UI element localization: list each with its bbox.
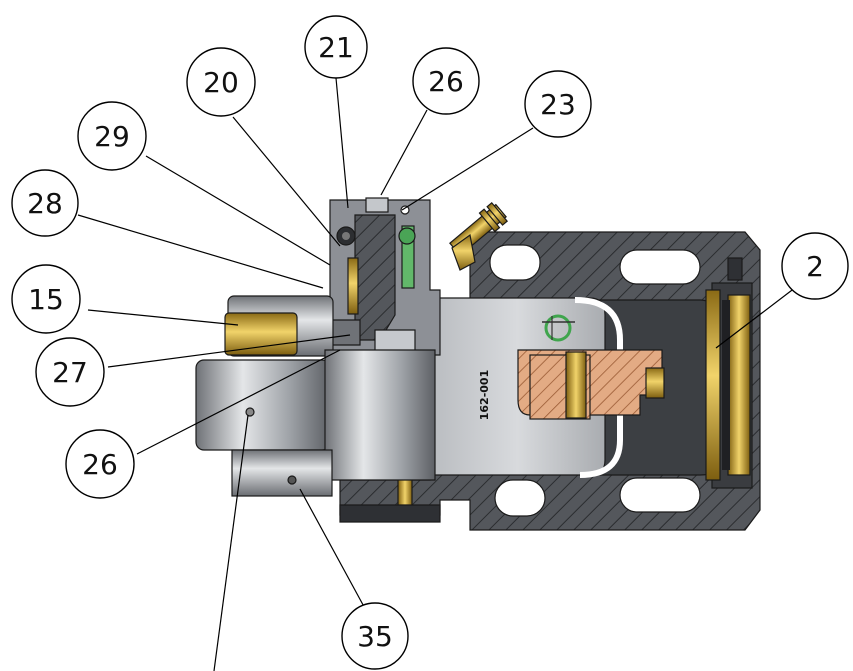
lever-arm [195,295,441,523]
svg-text:29: 29 [94,120,130,153]
callout-26-bottom: 26 [65,429,135,499]
callout-35: 35 [341,602,409,670]
green-seal [542,314,575,342]
leader-bottom [213,414,249,671]
leader-20 [232,116,341,247]
callout-20: 20 [186,47,256,117]
leader-35 [299,488,369,615]
leader-21 [335,77,349,209]
leader-26a [380,109,428,196]
leader-29 [145,155,331,266]
part-marking: 162-001 [478,370,491,421]
svg-text:35: 35 [357,620,393,653]
callout-balloons: 21 20 26 23 29 28 2 15 [11,15,849,670]
callout-15: 15 [11,264,81,334]
leader-15 [87,309,239,326]
callout-29: 29 [77,101,147,171]
leader-26b [136,349,341,455]
leader-2 [715,283,801,349]
leader-27 [107,334,351,368]
svg-text:27: 27 [52,356,88,389]
callout-26-top: 26 [412,47,480,115]
end-cap-nut [705,282,753,489]
hose-fitting [449,201,509,271]
svg-text:15: 15 [28,283,64,316]
leader-lines [77,77,801,671]
leader-23 [401,127,534,211]
callout-28: 28 [11,169,79,237]
svg-text:26: 26 [82,448,118,481]
callout-23: 23 [524,70,592,138]
callout-2: 2 [781,232,849,300]
leader-28 [77,214,324,289]
svg-text:26: 26 [428,65,464,98]
valve-assembly [329,197,441,356]
callout-27: 27 [35,337,105,407]
svg-text:20: 20 [203,66,239,99]
svg-text:2: 2 [806,250,824,283]
svg-text:28: 28 [27,187,63,220]
svg-text:21: 21 [318,31,354,64]
svg-text:23: 23 [540,88,576,121]
callout-21: 21 [304,15,368,79]
copper-link [517,349,665,420]
